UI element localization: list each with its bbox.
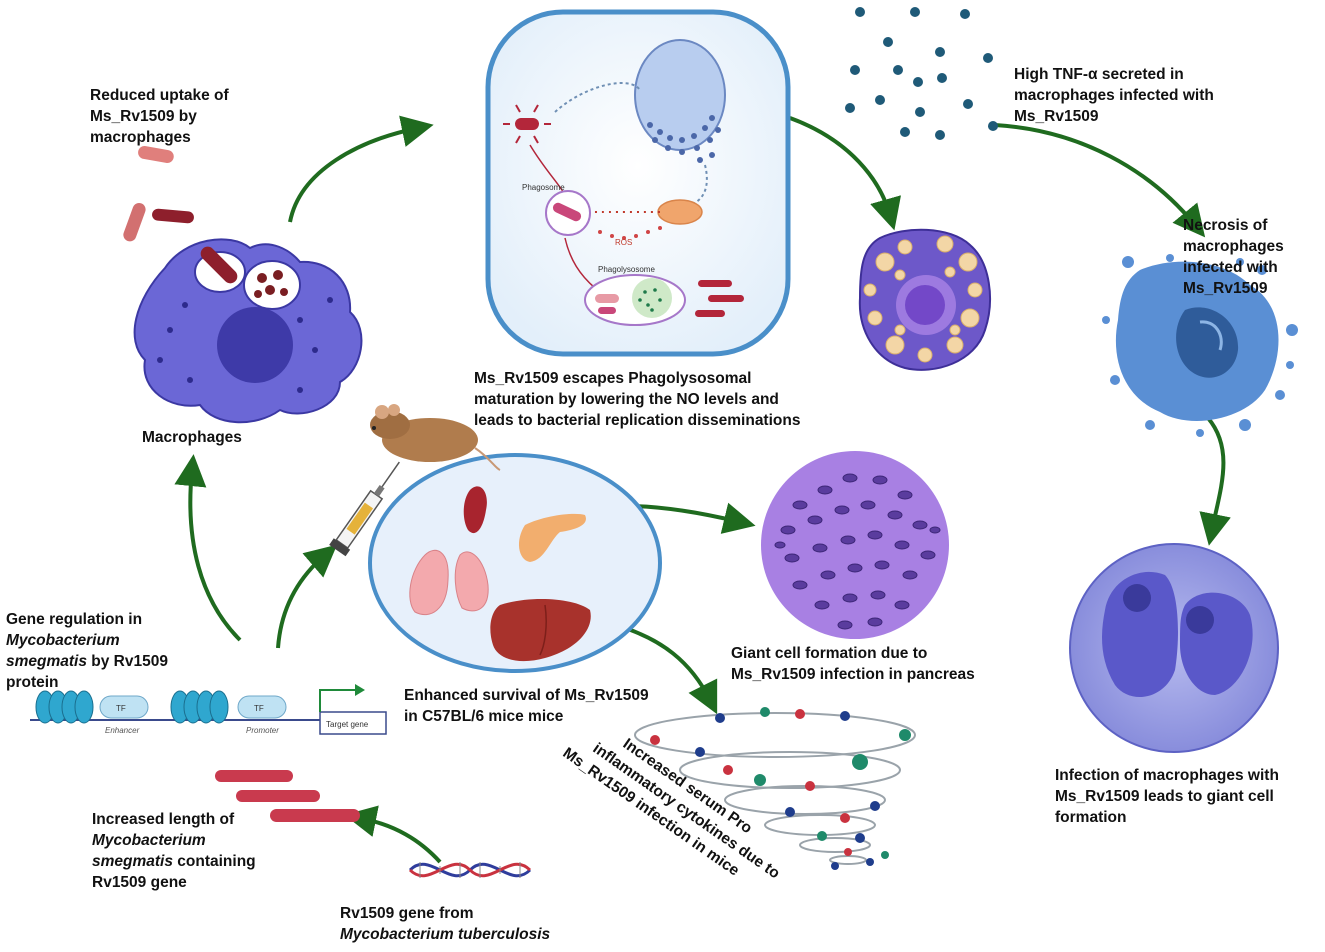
gene-regulation-diagram: TF TF Enhancer Promoter Target gene	[30, 684, 387, 735]
spleen	[463, 486, 487, 534]
arrow-cell-to-vacuolated	[789, 116, 901, 231]
syringe-icon	[329, 461, 400, 557]
liver	[490, 598, 591, 662]
tf-promoter-label: TF	[254, 704, 264, 713]
escape-label: Ms_Rv1509 escapes Phagolysosomal maturat…	[474, 370, 800, 429]
tnf-label: High TNF-α secreted in macrophages infec…	[1014, 66, 1218, 125]
enhanced-survival-label: Enhanced survival of Ms_Rv1509 in C57BL/…	[404, 687, 653, 725]
giant-pancreas-label: Giant cell formation due to Ms_Rv1509 in…	[731, 645, 975, 683]
arrow-necrosis-to-giant	[1199, 416, 1231, 546]
cytokines-label: Increased serum Pro inflammatory cytokin…	[560, 710, 799, 902]
mouse-icon	[370, 404, 501, 471]
pancreas	[518, 513, 586, 562]
phagolysosome-label: Phagolysosome	[598, 265, 655, 274]
pancreas-giant-cells	[761, 451, 949, 639]
cytokine-spiral	[634, 707, 916, 870]
tf-enhancer-label: TF	[116, 704, 126, 713]
dna-helix-icon	[408, 862, 532, 878]
macrophage-cell	[133, 238, 363, 424]
vacuolated-macrophage	[858, 228, 991, 371]
elongated-bacteria	[215, 770, 360, 822]
ros-label: ROS	[615, 238, 632, 247]
gene-regulation-label: Gene regulation in Mycobacterium smegmat…	[6, 611, 172, 691]
arrow-organs-to-cytokines	[624, 626, 718, 715]
giant-macrophage-label: Infection of macrophages with Ms_Rv1509 …	[1055, 767, 1283, 826]
mouse-organs	[368, 453, 662, 673]
tnf-alpha-particles	[845, 7, 998, 140]
arrow-gene-to-macrophage	[174, 454, 242, 642]
phagosome-cell: Phagosome ROS Phagolysosome	[485, 9, 791, 357]
enhancer-label: Enhancer	[105, 726, 140, 735]
text-labels: Reduced uptake of Ms_Rv1509 by macrophag…	[6, 66, 1288, 943]
target-gene-label: Target gene	[326, 720, 369, 729]
necrosis-label: Necrosis of macrophages infected with Ms…	[1183, 217, 1288, 297]
arrow-dna-to-bacteria	[344, 805, 442, 864]
arrow-macrophage-to-cell	[288, 115, 434, 223]
phagosome-label: Phagosome	[522, 183, 565, 192]
lungs-left	[409, 549, 449, 616]
lungs-right	[454, 551, 489, 612]
free-bacteria	[123, 145, 194, 242]
increased-length-label: Increased length of Mycobacterium smegma…	[92, 811, 260, 891]
necrotic-macrophage	[1102, 254, 1298, 437]
macrophages-label: Macrophages	[142, 429, 242, 446]
giant-cell	[1069, 543, 1279, 753]
arrow-gene-to-syringe	[276, 544, 338, 649]
promoter-label: Promoter	[246, 726, 279, 735]
arrow-tnf-to-necrosis	[994, 123, 1206, 238]
rv-gene-label: Rv1509 gene from Mycobacterium tuberculo…	[340, 905, 551, 943]
reduced-uptake-label: Reduced uptake of Ms_Rv1509 by macrophag…	[90, 87, 233, 146]
